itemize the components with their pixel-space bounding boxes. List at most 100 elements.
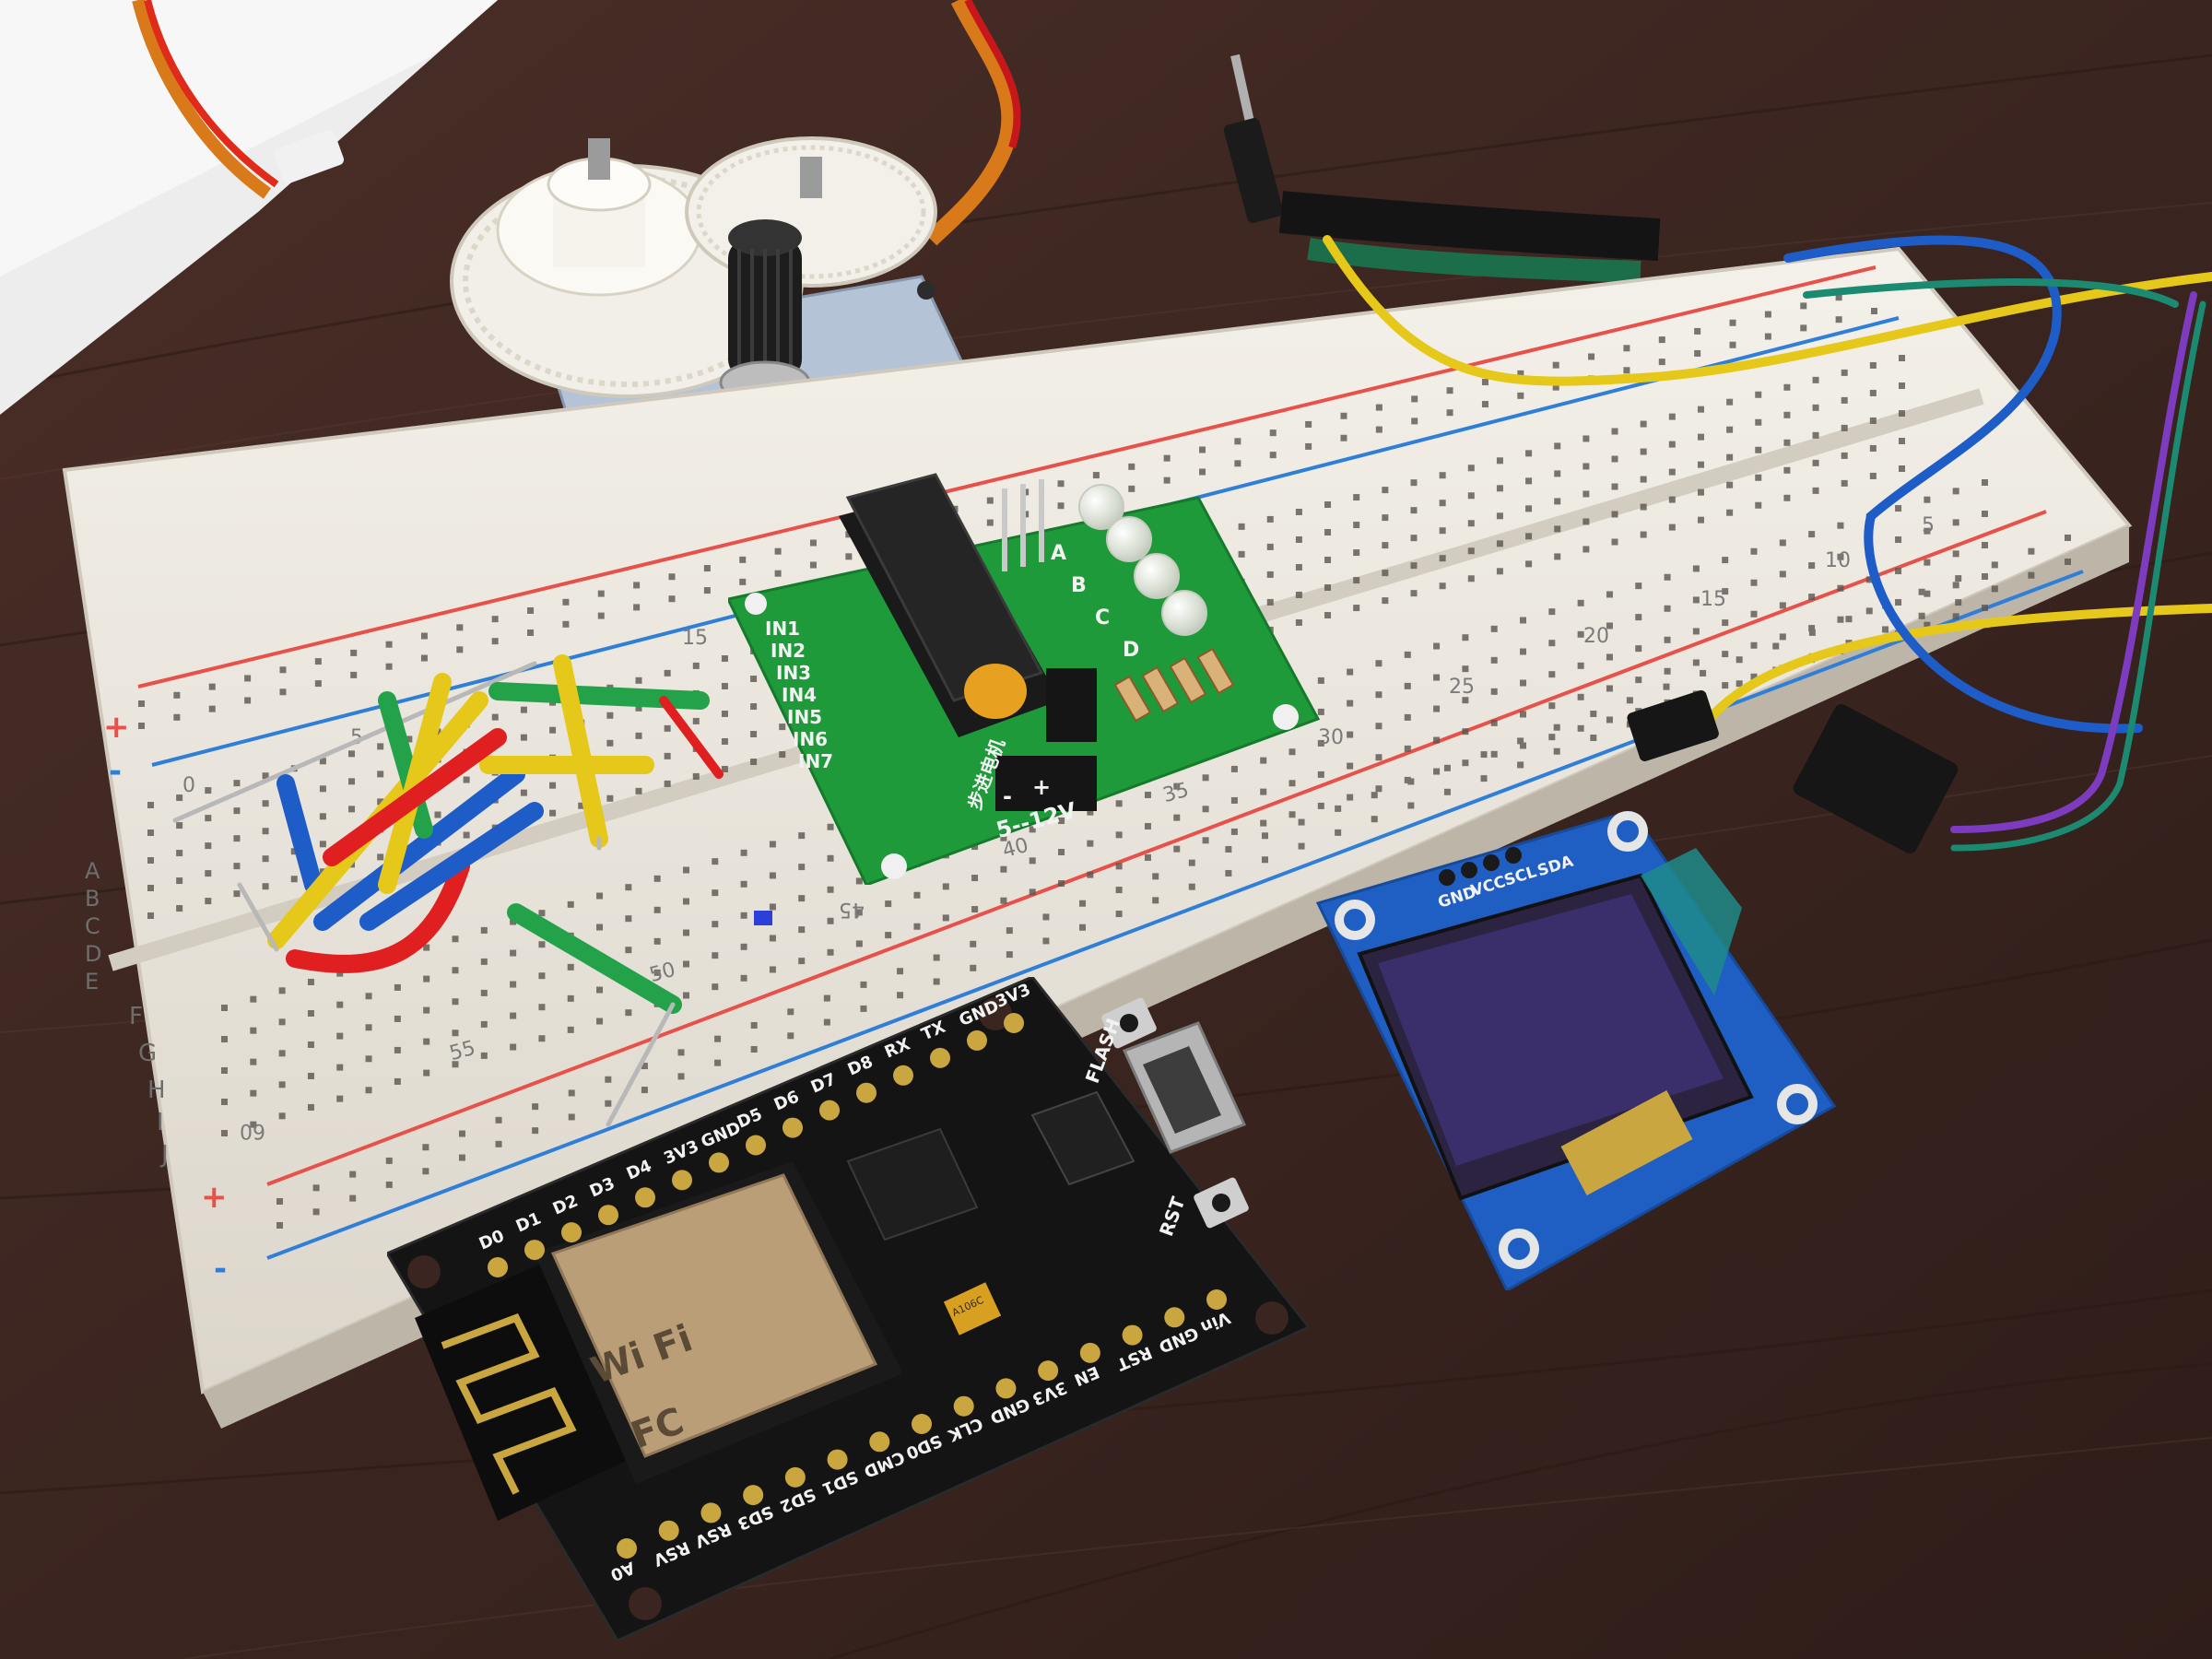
breadboard-hole <box>1525 505 1533 512</box>
led-indicator <box>1134 553 1180 599</box>
breadboard-hole <box>606 739 614 747</box>
breadboard-hole <box>1480 775 1488 782</box>
breadboard-hole <box>668 573 676 581</box>
column-number: 10 <box>1825 549 1851 572</box>
breadboard-hole <box>527 629 535 636</box>
breadboard-hole <box>568 1113 575 1121</box>
breadboard-hole <box>1722 682 1729 689</box>
breadboard-hole <box>532 1127 539 1135</box>
breadboard-hole <box>1812 404 1819 411</box>
breadboard-hole <box>1029 857 1036 865</box>
breadboard-hole <box>1808 625 1816 632</box>
breadboard-hole <box>510 949 517 957</box>
breadboard-hole <box>480 1020 488 1028</box>
breadboard-hole <box>703 587 711 594</box>
breadboard-hole <box>596 924 604 931</box>
breadboard-hole <box>1260 788 1267 795</box>
breadboard-hole <box>1726 426 1734 433</box>
breadboard-hole <box>1577 662 1584 669</box>
breadboard-hole <box>1726 453 1734 461</box>
breadboard-hole <box>721 737 728 745</box>
breadboard-hole <box>233 780 241 787</box>
breadboard-hole <box>244 675 252 682</box>
breadboard-hole <box>1404 776 1411 783</box>
breadboard-hole <box>1410 562 1418 570</box>
breadboard-hole <box>1439 555 1446 562</box>
breadboard-hole <box>1611 483 1618 490</box>
rail-minus-label: - <box>109 753 123 790</box>
breadboard-hole <box>1623 345 1630 352</box>
breadboard-hole <box>1317 677 1324 684</box>
breadboard-hole <box>1288 811 1296 818</box>
breadboard-hole <box>1029 888 1036 896</box>
breadboard-hole <box>1269 452 1277 459</box>
breadboard-hole <box>971 843 979 851</box>
breadboard-hole <box>423 1006 430 1014</box>
breadboard-hole <box>1635 582 1642 590</box>
breadboard-hole <box>1640 476 1647 483</box>
breadboard-hole <box>176 905 183 912</box>
breadboard-hole <box>1382 570 1389 577</box>
breadboard-hole <box>578 802 585 809</box>
breadboard-hole <box>1375 691 1382 699</box>
breadboard-hole <box>422 1144 429 1151</box>
breadboard-hole <box>1835 316 1842 324</box>
breadboard-hole <box>1230 796 1238 804</box>
breadboard-hole <box>1152 897 1159 904</box>
breadboard-hole <box>527 606 535 614</box>
pin-pad <box>930 1047 950 1068</box>
breadboard-hole <box>377 771 384 778</box>
breadboard-hole <box>1266 543 1274 550</box>
breadboard-hole <box>1722 619 1729 627</box>
breadboard-hole <box>549 809 557 817</box>
pin-pad <box>819 1100 840 1121</box>
breadboard-hole <box>279 666 287 674</box>
breadboard-hole <box>1317 771 1324 778</box>
breadboard-hole <box>1260 757 1267 764</box>
breadboard-hole <box>452 935 459 943</box>
breadboard-hole <box>1755 474 1762 481</box>
breadboard-hole <box>1324 584 1332 592</box>
breadboard-hole <box>1467 575 1475 582</box>
breadboard-hole <box>1664 605 1671 612</box>
breadboard-hole <box>605 1076 612 1083</box>
breadboard-hole <box>740 880 747 888</box>
breadboard-hole <box>740 912 747 919</box>
driver-input-label: IN6 <box>793 728 829 750</box>
breadboard-hole <box>250 1027 257 1034</box>
breadboard-hole <box>423 1038 430 1045</box>
breadboard-hole <box>739 556 747 563</box>
breadboard-hole <box>1548 702 1556 710</box>
breadboard-hole <box>1269 429 1277 437</box>
breadboard-hole <box>714 1035 722 1042</box>
breadboard-hole <box>1664 573 1671 581</box>
breadboard-hole <box>913 923 921 930</box>
power-plus-label: + <box>1032 774 1052 800</box>
led-label: D <box>1123 639 1140 662</box>
breadboard-hole <box>1841 396 1848 404</box>
breadboard-hole <box>520 706 527 713</box>
breadboard-hole <box>1554 442 1561 450</box>
breadboard-hole <box>1433 642 1441 650</box>
breadboard-hole <box>1869 361 1877 369</box>
breadboard-hole <box>278 987 286 994</box>
breadboard-hole <box>1694 349 1701 357</box>
breadboard-hole <box>1583 546 1590 553</box>
breadboard-hole <box>1899 382 1905 389</box>
pin-pad <box>672 1170 692 1191</box>
breadboard-hole <box>520 734 527 741</box>
breadboard-hole <box>1446 387 1453 394</box>
breadboard-hole <box>314 658 322 665</box>
breadboard-hole <box>986 519 994 526</box>
breadboard-hole <box>1295 591 1302 598</box>
breadboard-hole <box>567 1026 574 1033</box>
breadboard-hole <box>1837 522 1844 529</box>
breadboard-hole <box>1443 764 1451 771</box>
breadboard-hole <box>1583 435 1590 442</box>
breadboard-hole <box>1298 842 1305 850</box>
breadboard-hole <box>1520 742 1527 749</box>
breadboard-hole <box>319 841 326 848</box>
breadboard-hole <box>307 1103 314 1111</box>
